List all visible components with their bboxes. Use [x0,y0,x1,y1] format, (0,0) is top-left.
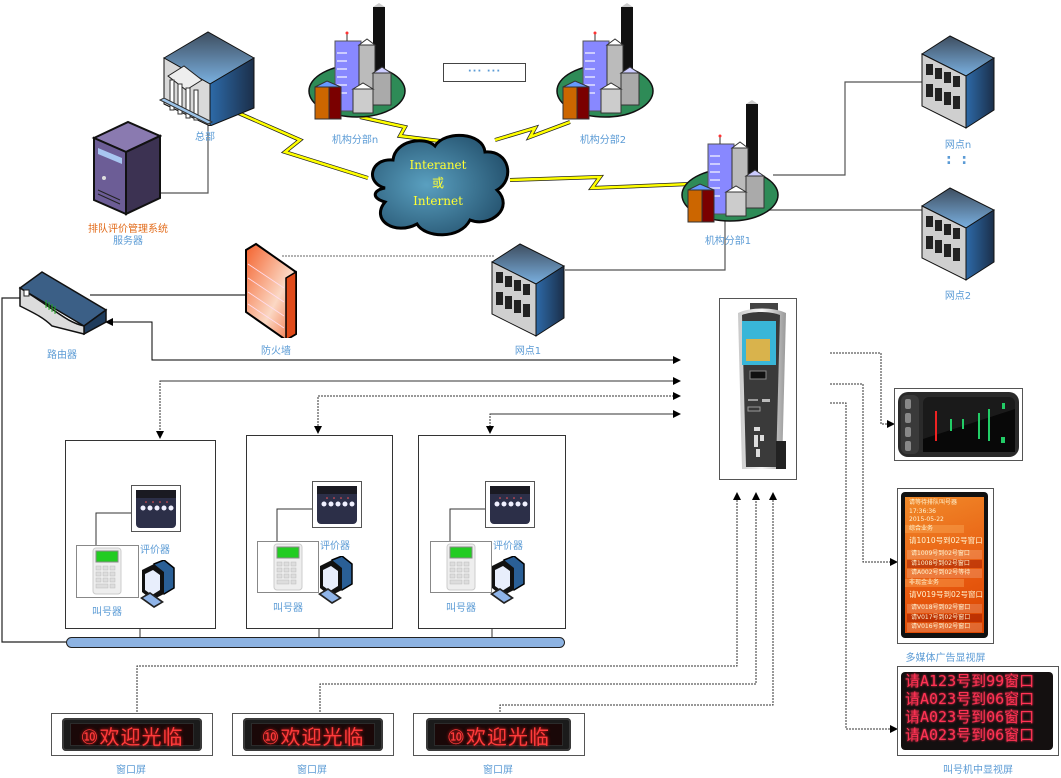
window-screens-links [136,492,777,712]
branch-2-label: 机构分部2 [579,135,627,146]
window-screen-3: ⑩欢迎光临 [413,713,585,756]
kiosk-to-displays-links [830,352,898,733]
more-outlets-dots: : : [946,152,967,168]
outlet-2-label: 网点2 [944,291,972,302]
link-branch1-outletn [773,81,922,176]
caller-keypad-icon [273,543,303,591]
window-screen-text: ⑩欢迎光临 [70,723,194,749]
main-led-screen: 请A123号到99窗口 请A023号到06窗口 请A023号到06窗口 请A02… [901,672,1053,750]
link-server-hq [160,118,209,194]
caller-label: 叫号器 [92,607,122,618]
evaluator-label: 评价器 [320,541,350,552]
evaluator-icon [490,486,530,524]
wan-lightning-links [235,110,691,191]
mm-list2-item: 请V018号到02号窗口 [907,604,982,613]
caller-device [257,541,319,593]
window-screen-1: ⑩欢迎光临 [51,713,213,756]
multimedia-display-label: 多媒体广告显视屏 [905,653,986,664]
router-icon [18,271,108,336]
branch-1-label: 机构分部1 [704,236,752,247]
caller-device [76,545,139,598]
mm-list1-item: 请A002号到02号等待 [907,569,982,578]
mm-list2-item: 请V017号到02号窗口 [907,613,982,622]
link-router-bus [1,297,66,643]
caller-label: 叫号器 [273,603,303,614]
cloud-line3: Internet [413,194,463,208]
outlet-n-label: 网点n [944,140,972,151]
cloud-line1: Interanet [409,158,467,172]
caller-label: 叫号器 [446,603,476,614]
pc-icon [318,556,353,604]
firewall-icon [245,242,297,338]
counter-box-2 [246,435,393,629]
main-led-label: 叫号机中显视屏 [943,765,1013,776]
caller-device [430,541,492,593]
server-tower-icon [91,120,162,216]
branch-n-label: 机构分部n [331,135,379,146]
led-row: 请A023号到06窗口 [905,690,1035,708]
firewall-label: 防火墙 [261,346,291,357]
window-screen-2: ⑩欢迎光临 [232,713,394,756]
window-screen-1-label: 窗口屏 [116,765,146,776]
outlet-1-label: 网点1 [514,346,542,357]
mm-time: 17:36:36 [909,507,936,515]
pc-icon [490,556,525,604]
window-screen-text: ⑩欢迎光临 [251,723,375,749]
mobile-display-icon [898,392,1019,457]
lan-bus [66,637,565,648]
evaluator-device [131,485,181,532]
evaluator-label: 评价器 [493,541,523,552]
counter-box-3 [418,435,566,629]
cloud-line2: 或 [431,176,444,190]
evaluator-label: 评价器 [140,545,170,556]
mm-current1: 请1010号到02号窗口 [909,536,983,545]
evaluator-device [312,481,362,528]
evaluator-device [485,481,535,528]
multimedia-display-screen: 请等待排队叫号器 17:36:36 2015-05-22 综合业务 请1010号… [901,492,988,638]
mm-list1-item: 请1009号到02号窗口 [907,550,982,559]
led-row: 请A023号到06窗口 [905,726,1035,744]
queue-ticket-kiosk-icon [738,303,786,469]
more-branches-box: ··· ··· [443,63,526,82]
evaluator-icon [136,490,176,528]
caller-keypad-icon [446,543,476,591]
pc-icon [140,560,175,608]
mm-section1: 综合业务 [905,524,964,533]
server-label-line1: 排队评价管理系统 [88,224,168,235]
led-row: 请A123号到99窗口 [905,672,1035,690]
cloud-label: Interanet 或 Internet [398,156,478,210]
outlet-2-building-icon [920,187,996,281]
hq-label: 总部 [195,132,215,143]
link-branch1-outlet1 [565,220,726,271]
mm-section2: 非现金业务 [905,578,964,587]
outlet-1-building-icon [490,243,566,337]
outlet-n-building-icon [920,35,996,129]
queue-ticket-kiosk [719,298,797,480]
mm-date: 2015-05-22 [909,516,944,523]
branch-2-city-icon [556,3,654,120]
mm-list2-item: 请V016号到02号窗口 [907,623,982,632]
caller-keypad-icon [92,547,122,595]
branch-n-city-icon [308,3,406,120]
mm-current2: 请V019号到02号窗口 [909,590,983,599]
bank-building-icon [158,31,255,126]
window-screen-2-label: 窗口屏 [297,765,327,776]
mm-list1-item: 请1008号到02号窗口 [907,559,982,568]
server-label-line2: 服务器 [113,236,143,247]
branch-1-city-icon [681,100,779,223]
evaluator-icon [317,486,357,524]
cloud-icon [371,133,510,237]
window-screen-text: ⑩欢迎光临 [434,723,563,749]
mobile-display [894,388,1023,461]
mm-header: 请等待排队叫号器 [909,499,958,506]
link-router-kiosk [105,318,680,361]
router-label: 路由器 [47,350,77,361]
led-row: 请A023号到06窗口 [905,708,1035,726]
kiosk-to-counters-links [156,377,681,439]
window-screen-3-label: 窗口屏 [483,765,513,776]
